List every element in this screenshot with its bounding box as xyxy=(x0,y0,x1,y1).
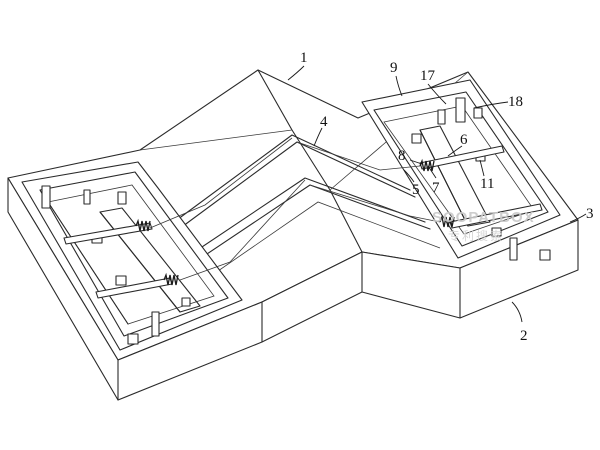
leader-6 xyxy=(447,145,463,157)
left-post-2 xyxy=(83,189,91,205)
left-post-1 xyxy=(41,185,51,209)
left-rod-upper xyxy=(63,222,153,245)
leader-8 xyxy=(409,159,423,165)
label-5: 5 xyxy=(412,182,420,198)
label-11: 11 xyxy=(480,176,494,192)
right-tray-inner xyxy=(373,91,549,247)
channel-line-1 xyxy=(169,134,411,226)
channel-line-5 xyxy=(204,201,441,281)
label-2: 2 xyxy=(520,328,528,344)
leader-5 xyxy=(403,169,415,183)
ridge-fold-left xyxy=(139,129,293,151)
leader-18 xyxy=(473,101,509,109)
leader-lines xyxy=(287,65,587,323)
left-rail-side xyxy=(47,201,129,325)
leader-11 xyxy=(479,159,485,177)
left-spring-lower xyxy=(163,272,179,286)
left-block-3 xyxy=(181,297,191,307)
label-6: 6 xyxy=(460,132,468,148)
left-spring-upper xyxy=(135,218,151,232)
right-post-2 xyxy=(437,109,446,125)
leader-4 xyxy=(313,127,323,147)
watermark-text: SOOPATBOX xyxy=(432,209,535,226)
watermark: SOOPATBOX 专利搜索 xyxy=(432,209,535,243)
label-1: 1 xyxy=(300,50,308,66)
right-cable-upper xyxy=(296,141,421,171)
part-labels: 1 2 3 4 5 6 7 8 9 11 17 18 xyxy=(300,50,594,344)
right-slider-plate xyxy=(419,125,491,227)
watermark-subtext: 专利搜索 xyxy=(448,228,504,243)
left-post-3 xyxy=(151,311,160,337)
leader-17 xyxy=(427,83,447,105)
right-spring-upper xyxy=(419,158,435,172)
left-cable-upper xyxy=(149,137,293,229)
label-8: 8 xyxy=(398,148,406,164)
channel-line-3 xyxy=(189,177,426,256)
left-slider-plate xyxy=(99,207,201,313)
label-17: 17 xyxy=(420,68,436,84)
left-block-2 xyxy=(127,333,139,345)
leader-2 xyxy=(511,301,523,323)
label-9: 9 xyxy=(390,60,398,76)
label-18: 18 xyxy=(508,94,523,110)
label-7: 7 xyxy=(432,180,440,196)
leader-3 xyxy=(569,213,587,223)
right-cable-lower xyxy=(309,184,441,223)
left-block-1 xyxy=(117,191,127,205)
right-block-1 xyxy=(473,107,483,119)
leader-1 xyxy=(287,65,305,81)
left-cable-lower xyxy=(179,179,306,281)
right-block-5 xyxy=(491,227,502,237)
label-4: 4 xyxy=(320,114,328,130)
right-block-2 xyxy=(539,249,551,261)
leader-9 xyxy=(395,75,403,97)
right-post-3 xyxy=(509,237,518,261)
leader-7 xyxy=(427,165,437,179)
right-block-4 xyxy=(411,133,422,144)
left-tray xyxy=(21,137,306,351)
right-spring-lower xyxy=(439,214,455,228)
central-ridge xyxy=(257,69,363,253)
right-tray xyxy=(296,79,561,261)
label-3: 3 xyxy=(586,206,594,222)
left-block-4 xyxy=(115,275,127,286)
right-post-1 xyxy=(455,97,466,123)
right-rod-upper xyxy=(419,145,505,170)
left-tray-inner xyxy=(39,171,229,337)
